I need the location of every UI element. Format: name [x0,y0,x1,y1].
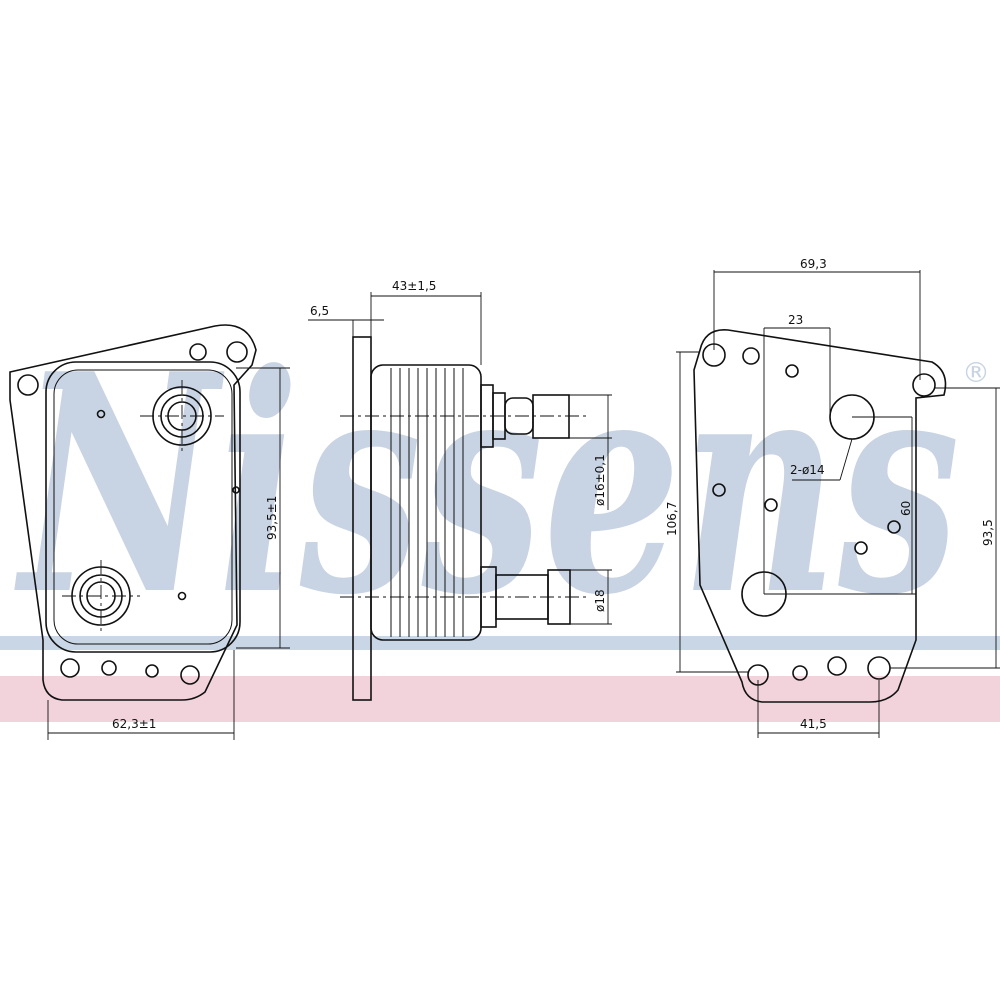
rear-hole-spacing-label: 60 [899,501,913,516]
front-small-hole [96,409,106,419]
front-flange-hole [60,658,80,678]
pipe-lower-diameter-label: ø18 [593,589,607,612]
rear-height-right-label: 93,5 [981,519,995,546]
front-flange-hole [189,343,207,361]
rear-flange-hole [764,498,778,512]
watermark-band-blue [0,636,1000,650]
rear-flange-hole [742,347,760,365]
front-flange-hole [226,341,248,363]
front-port-lower [62,560,140,632]
watermark-text: Nissens [13,308,960,661]
front-flange-hole [17,374,39,396]
front-core-outer [45,361,241,653]
front-flange-hole [101,660,117,676]
front-small-hole [232,486,240,494]
rear-flange-hole [887,520,901,534]
front-flange-outline [9,324,257,701]
front-small-hole [177,591,187,601]
rear-flange-hole [854,541,868,555]
rear-offset-label: 23 [788,313,803,327]
rear-holes-label: 2-ø14 [790,463,825,477]
rear-bottom-width-label: 41,5 [800,717,827,731]
side-pipe-lower [340,566,590,628]
side-core-fins [390,368,464,637]
pipe-upper-diameter-label: ø16±0,1 [593,454,607,506]
watermark-band-pink [0,676,1000,722]
rear-height-left-label: 106,7 [665,502,679,536]
front-width-label: 62,3±1 [112,717,156,731]
front-flange-hole [180,665,200,685]
front-height-label: 93,5±1 [265,496,279,540]
watermark: Nissens ® [0,308,1000,722]
front-flange-hole [145,664,159,678]
registered-mark: ® [962,356,990,389]
front-port-upper [140,380,224,452]
rear-flange-hole [785,364,799,378]
front-view: 62,3±1 93,5±1 [9,324,290,740]
front-core-inner [53,369,233,645]
side-view: 43±1,5 6,5 ø16±0,1 ø18 [308,279,612,701]
rear-flange-outline [693,329,947,703]
rear-flange-hole [912,373,936,397]
rear-flange-hole [712,483,726,497]
rear-flange-hole [792,665,808,681]
rear-flange-hole [827,656,847,676]
rear-top-width-label: 69,3 [800,257,827,271]
side-core-body [370,364,482,641]
flange-thickness-label: 6,5 [310,304,329,318]
rear-view: 69,3 23 2-ø14 60 106,7 93,5 41,5 [665,257,1000,738]
side-pipe-upper [340,384,590,448]
side-depth-label: 43±1,5 [392,279,436,293]
